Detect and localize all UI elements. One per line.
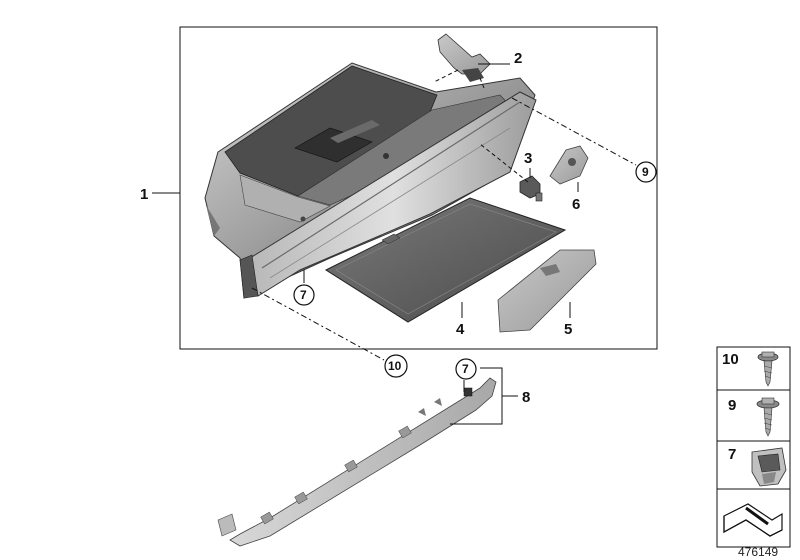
fastener-item-7: 7 — [728, 446, 787, 487]
svg-text:1: 1 — [140, 186, 148, 203]
svg-text:7: 7 — [462, 362, 469, 376]
callout-4: 4 — [456, 321, 465, 338]
callout-10: 10 — [251, 287, 408, 378]
fastener-item-9: 9 — [728, 397, 780, 437]
callout-1: 1 — [140, 186, 180, 203]
part-8-trim-strip: 7 8 — [217, 358, 530, 547]
main-assembly-frame — [179, 26, 658, 350]
part-5-cover: 5 — [497, 249, 597, 338]
callout-8: 8 — [522, 389, 530, 406]
callout-7-strip — [455, 358, 477, 380]
svg-text:7: 7 — [728, 446, 736, 463]
svg-text:10: 10 — [388, 359, 402, 373]
fastener-legend: 10 9 7 — [716, 346, 791, 548]
document-id: 476149 — [738, 545, 778, 559]
screw-with-washer-icon — [757, 351, 779, 387]
clip-nut-icon — [751, 447, 787, 487]
glovebox-body — [204, 62, 537, 299]
part-4-mat: 4 — [324, 197, 567, 338]
part-3-buffer: 3 — [479, 143, 543, 202]
callout-3: 3 — [524, 150, 532, 167]
callout-2: 2 — [514, 50, 522, 67]
part-6-bracket: 6 — [549, 145, 589, 213]
svg-text:7: 7 — [300, 288, 307, 302]
svg-text:9: 9 — [642, 165, 649, 179]
callout-5: 5 — [564, 321, 572, 338]
svg-text:9: 9 — [728, 397, 736, 414]
callout-6: 6 — [572, 196, 580, 213]
part-2-switch: 2 — [433, 33, 522, 89]
fastener-item-10: 10 — [722, 351, 779, 387]
kit-assortment-icon — [723, 503, 783, 537]
callout-9: 9 — [511, 97, 657, 183]
screw-with-washer-icon — [756, 397, 780, 437]
svg-text:10: 10 — [722, 351, 739, 368]
callout-7-main: 7 — [293, 270, 315, 306]
